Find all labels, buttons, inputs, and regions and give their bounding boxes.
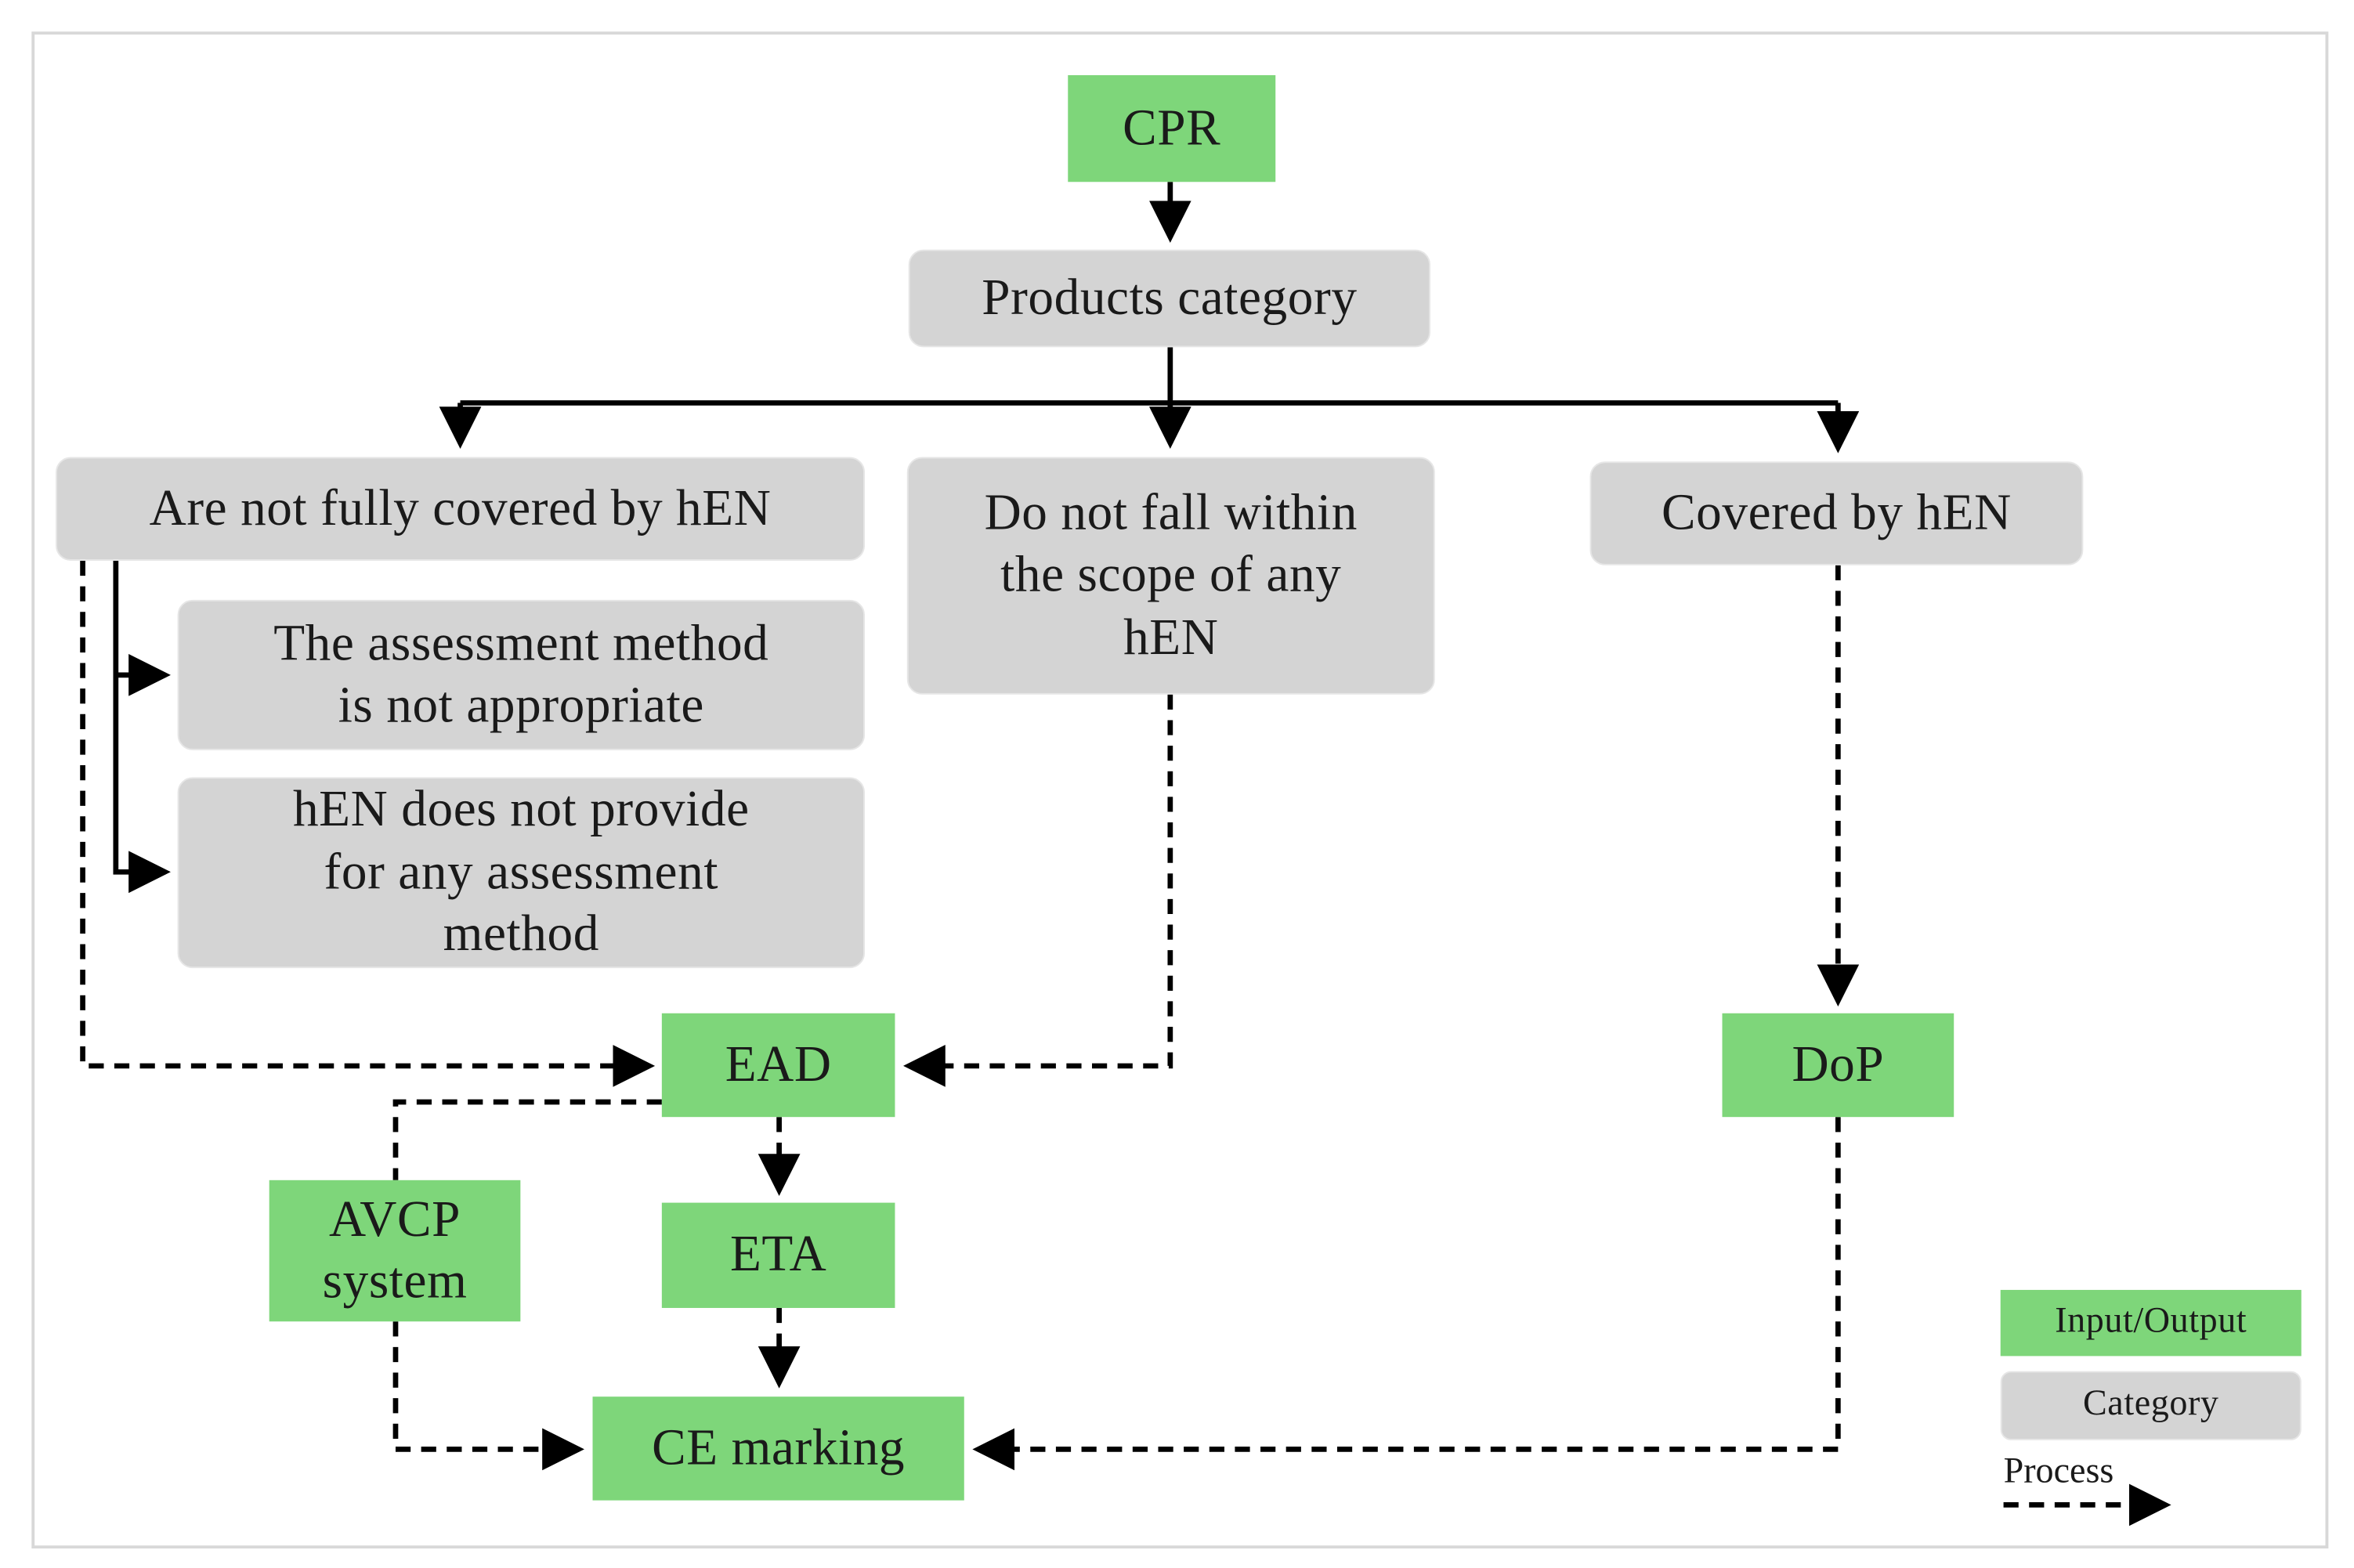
edge-avcp-to-ce <box>392 1321 584 1471</box>
legend-category: Category <box>2000 1371 2302 1440</box>
ead-box: EAD <box>661 1013 895 1118</box>
edge-subcategory-trunk <box>113 560 171 894</box>
edge-not-within-scope-to-ead <box>903 694 1173 1087</box>
edge-dop-to-ce <box>972 1117 1841 1471</box>
avcp-system-box: AVCP system <box>269 1180 521 1322</box>
edge-ead-to-avcp <box>392 1099 662 1180</box>
no-assessment-method-box: hEN does not provide for any assessment … <box>177 777 866 969</box>
legend-process-label: Process <box>2003 1452 2114 1492</box>
eta-box: ETA <box>661 1202 895 1308</box>
cpr-box: CPR <box>1068 74 1276 182</box>
dop-box: DoP <box>1722 1013 1954 1118</box>
ce-marking-box: CE marking <box>592 1396 964 1501</box>
legend-input-output: Input/Output <box>2000 1289 2302 1357</box>
not-fully-covered-box: Are not fully covered by hEN <box>56 457 866 561</box>
not-within-scope-box: Do not fall within the scope of any hEN <box>906 457 1435 695</box>
assessment-not-appropriate-box: The assessment method is not appropriate <box>177 599 866 750</box>
covered-by-hen-box: Covered by hEN <box>1589 461 2084 565</box>
products-category-box: Products category <box>908 249 1431 348</box>
